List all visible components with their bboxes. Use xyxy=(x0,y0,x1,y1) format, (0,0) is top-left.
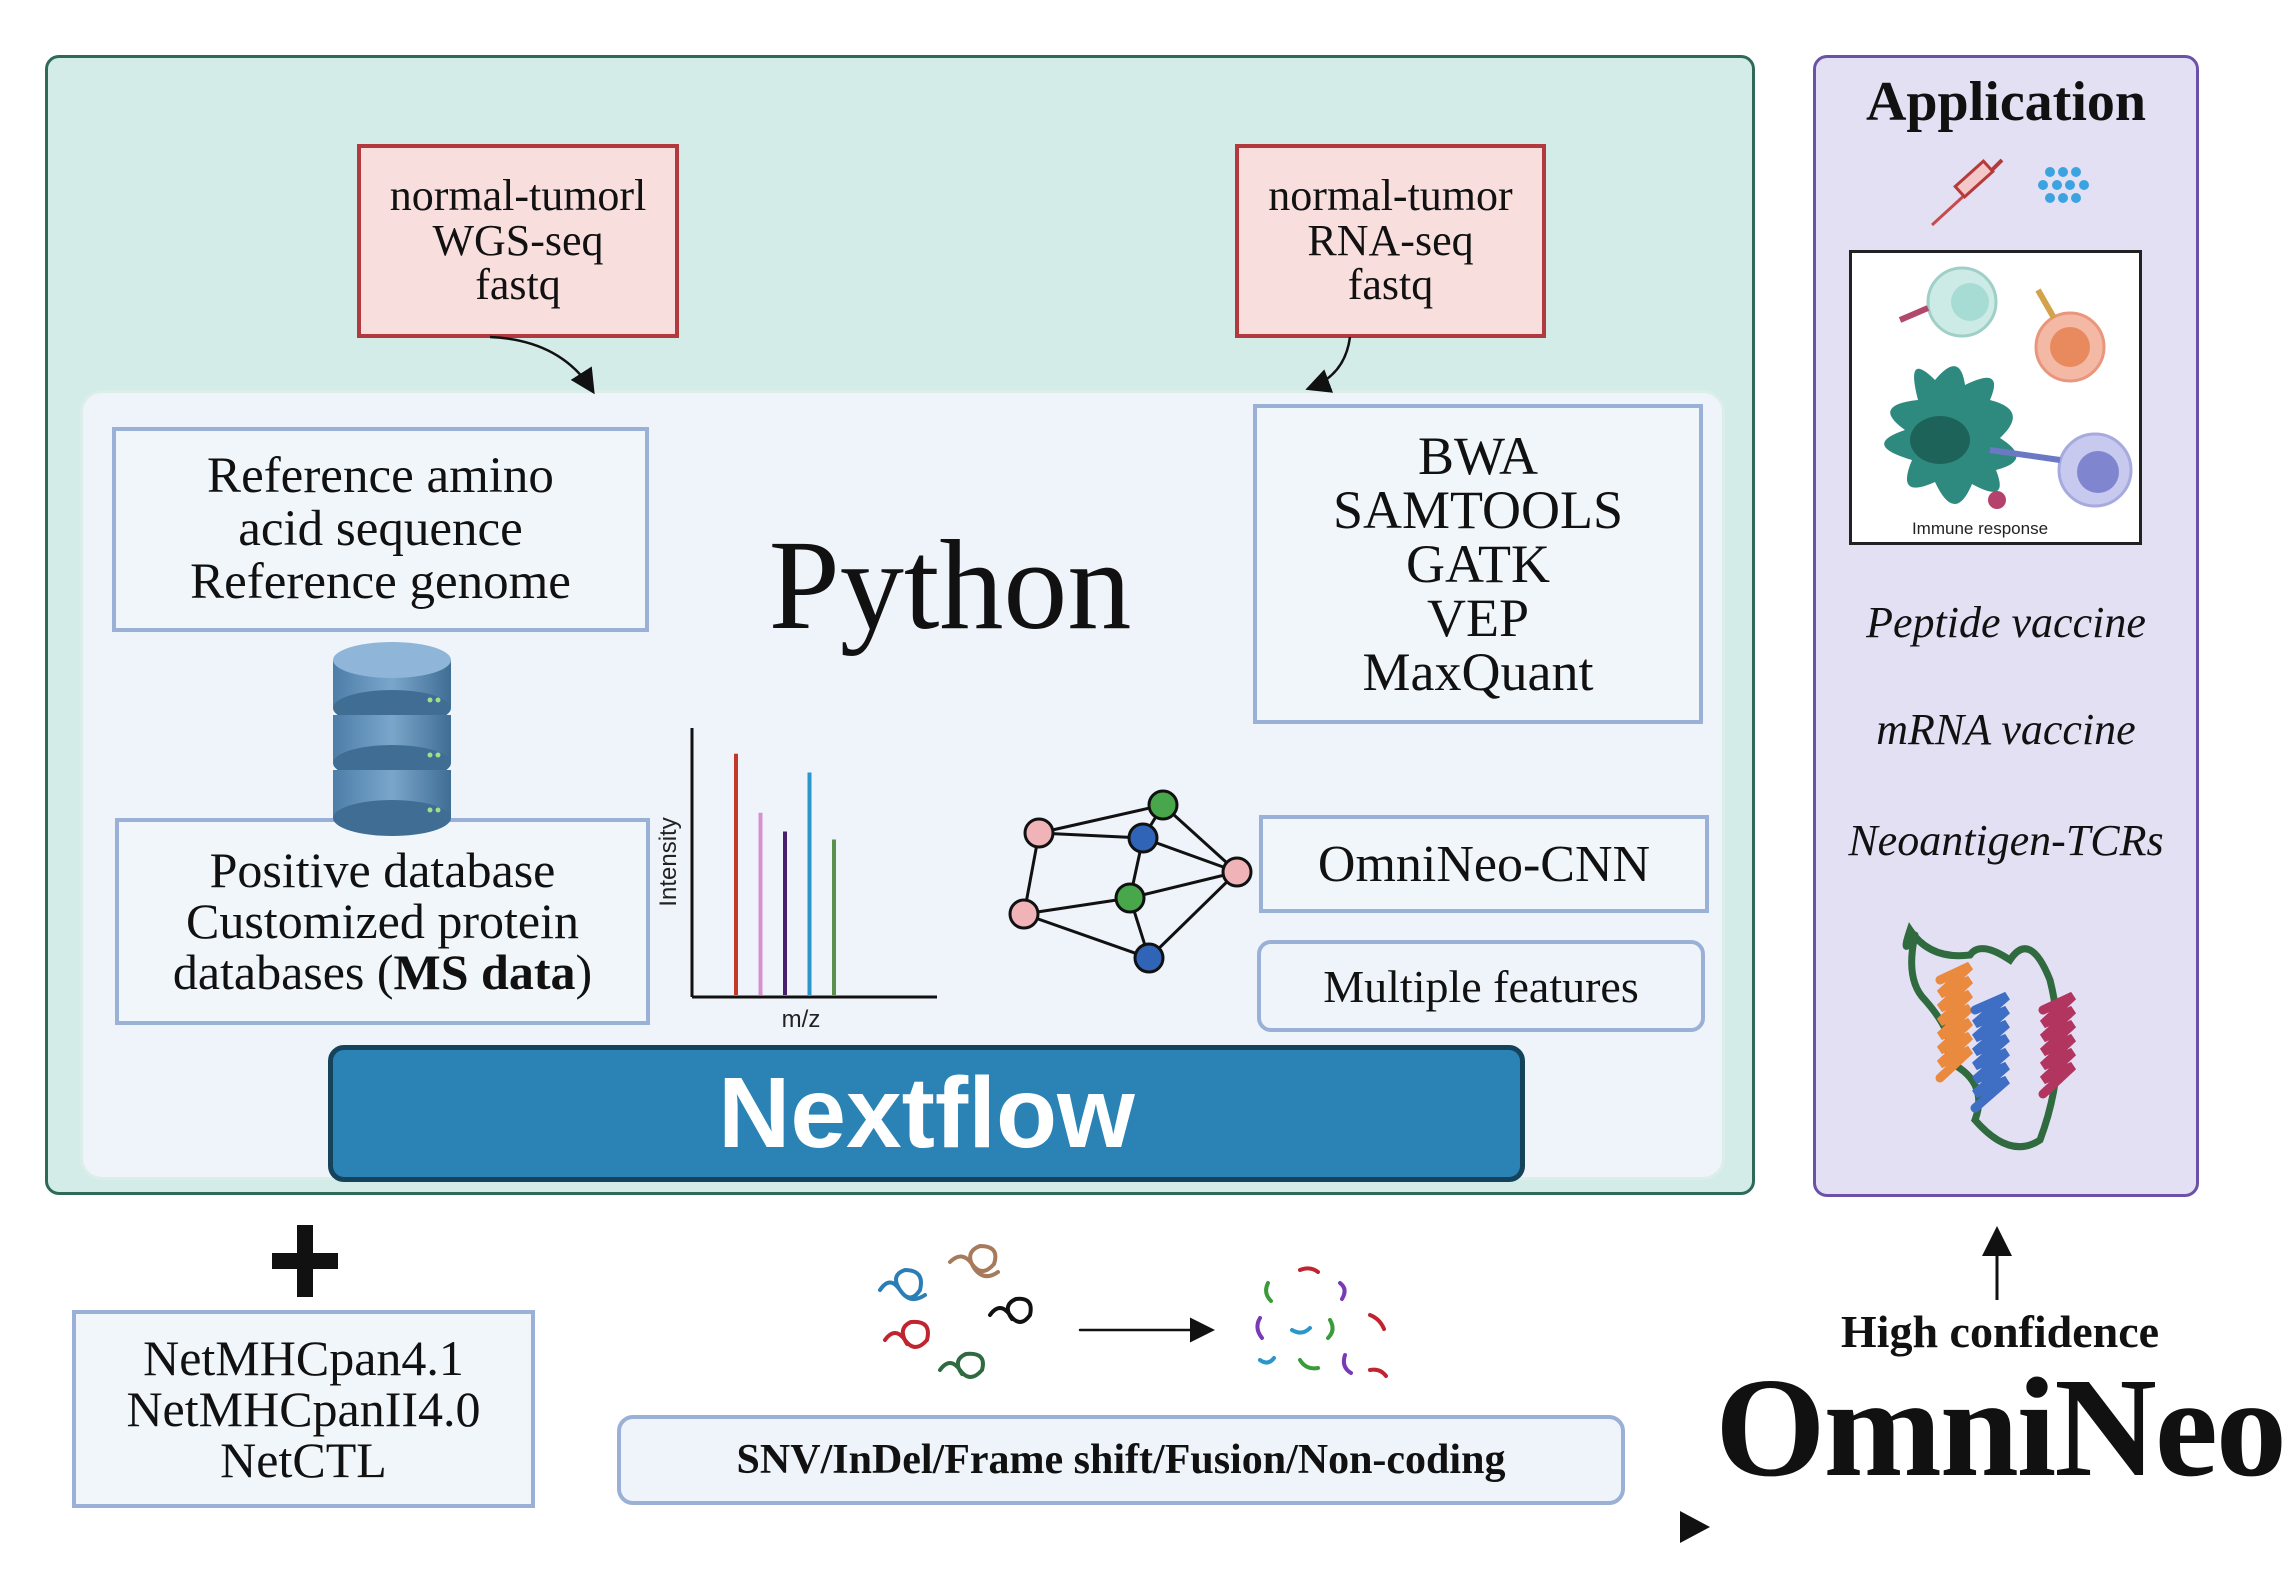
tool-item: GATK xyxy=(1406,534,1550,594)
application-item: Peptide vaccine xyxy=(1866,598,2146,647)
rna-input-box: normal-tumor RNA-seq fastq xyxy=(1235,144,1546,338)
netmhc-item: NetCTL xyxy=(220,1431,387,1488)
high-confidence-label: High confidence xyxy=(1840,1306,2160,1357)
database-line-suffix: ) xyxy=(575,944,593,1000)
wgs-input-line: WGS-seq xyxy=(432,215,604,265)
tool-item: BWA xyxy=(1418,426,1538,486)
netmhc-item: NetMHCpan4.1 xyxy=(143,1329,464,1386)
mass-spectrum-plot: Intensity m/z xyxy=(655,728,937,1033)
database-icon xyxy=(333,642,451,836)
reference-line: Reference amino xyxy=(207,447,554,504)
database-box: Positive database Customized protein dat… xyxy=(115,818,650,1025)
rna-arrow xyxy=(1305,336,1352,393)
wgs-arrow xyxy=(489,335,595,395)
omnineo-title: OmniNeo xyxy=(1715,1348,2284,1506)
wgs-input-line: normal-tumorl xyxy=(389,170,647,220)
python-label: Python xyxy=(768,513,1132,656)
rna-input-line: RNA-seq xyxy=(1307,215,1474,265)
database-line: databases (MS data) xyxy=(173,947,592,998)
ms-y-label: Intensity xyxy=(655,817,682,906)
wgs-input-box: normal-tumorl WGS-seq fastq xyxy=(357,144,679,338)
variant-types-box: SNV/InDel/Frame shift/Fusion/Non-coding xyxy=(617,1415,1625,1505)
ms-data-label: MS data xyxy=(393,944,576,1000)
progress-arrowhead xyxy=(1680,1511,1710,1543)
application-item: Neoantigen-TCRs xyxy=(1848,816,2164,865)
tool-item: SAMTOOLS xyxy=(1332,480,1624,540)
netmhc-item: NetMHCpanII4.0 xyxy=(126,1380,481,1437)
immune-response-illustration: Immune response xyxy=(1884,266,2133,538)
rna-input-line: fastq xyxy=(1347,260,1434,310)
nextflow-bar: Nextflow xyxy=(328,1045,1525,1182)
omnineo-cnn-box: OmniNeo-CNN xyxy=(1259,815,1709,913)
reference-line: Reference genome xyxy=(190,554,571,611)
rna-input-line: normal-tumor xyxy=(1268,170,1513,220)
database-line: Customized protein xyxy=(186,893,579,949)
application-item: mRNA vaccine xyxy=(1876,705,2136,754)
immune-response-caption: Immune response xyxy=(1912,519,2048,538)
tool-item: VEP xyxy=(1426,588,1529,648)
peptide-fragments-icon xyxy=(878,1243,1388,1379)
multiple-features-box: Multiple features xyxy=(1257,940,1705,1032)
neural-network-icon xyxy=(1008,789,1253,974)
wgs-input-line: fastq xyxy=(475,260,561,310)
lipid-nanoparticle-icon xyxy=(2038,167,2089,203)
application-panel xyxy=(1813,55,2199,1197)
database-line-prefix: databases ( xyxy=(172,944,394,1000)
tools-box: BWA SAMTOOLS GATK VEP MaxQuant xyxy=(1253,404,1703,724)
netmhc-tools-box: NetMHCpan4.1 NetMHCpanII4.0 NetCTL xyxy=(72,1310,535,1508)
protein-helix-icon xyxy=(1902,922,2077,1151)
database-line: Positive database xyxy=(209,842,556,898)
reference-box: Reference amino acid sequence Reference … xyxy=(112,427,649,632)
application-title: Application xyxy=(1865,71,2147,133)
tool-item: MaxQuant xyxy=(1362,642,1594,702)
syringe-icon xyxy=(1930,158,2004,227)
reference-line: acid sequence xyxy=(238,500,523,557)
ms-x-label: m/z xyxy=(782,1006,821,1033)
plus-icon xyxy=(272,1225,338,1297)
